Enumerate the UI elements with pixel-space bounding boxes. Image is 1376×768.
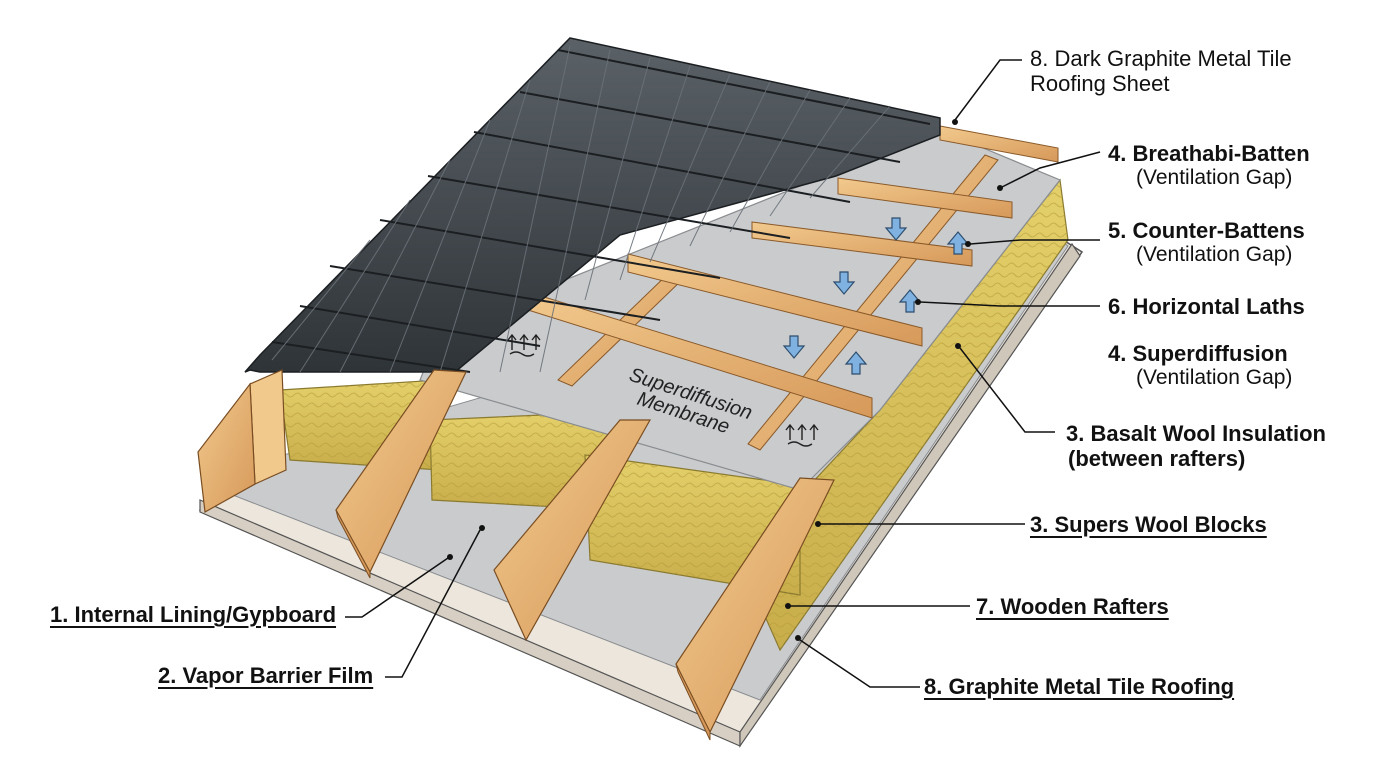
label-vapor-barrier: 2. Vapor Barrier Film bbox=[158, 663, 373, 688]
horizontal-laths bbox=[527, 125, 1059, 419]
label-line: 7. Wooden Rafters bbox=[976, 594, 1169, 619]
leader-dot bbox=[795, 635, 801, 641]
label-counter-battens: 5. Counter-Battens (Ventilation Gap) bbox=[1108, 218, 1305, 267]
label-line: (Ventilation Gap) bbox=[1136, 366, 1293, 390]
leader-dot bbox=[955, 343, 961, 349]
label-line: (between rafters) bbox=[1068, 446, 1246, 472]
leader-dot bbox=[479, 525, 485, 531]
label-line: 2. Vapor Barrier Film bbox=[158, 663, 374, 688]
label-internal-lining: 1. Internal Lining/Gypboard bbox=[50, 602, 336, 627]
right-wool-texture bbox=[740, 180, 1068, 650]
leader-dot bbox=[447, 554, 453, 560]
arrow-down-icon bbox=[832, 271, 856, 295]
label-basalt-wool: 3. Basalt Wool Insulation (between rafte… bbox=[1066, 421, 1326, 472]
label-superdiffusion: 4. Superdiffusion (Ventilation Gap) bbox=[1108, 341, 1292, 390]
leader-dot bbox=[952, 119, 958, 125]
label-horizontal-laths: 6. Horizontal Laths bbox=[1108, 294, 1305, 319]
leader-dot bbox=[785, 603, 791, 609]
label-breathable-batten: 4. Breathabi-Batten (Ventilation Gap) bbox=[1108, 141, 1310, 190]
metal-tile-roofing bbox=[244, 37, 941, 373]
label-line: 3. Supers Wool Blocks bbox=[1030, 512, 1267, 537]
wooden-rafters bbox=[197, 369, 835, 741]
arrow-down-icon bbox=[884, 217, 908, 241]
label-line: Roofing Sheet bbox=[1030, 71, 1170, 97]
label-dark-graphite-tile: 8. Dark Graphite Metal Tile Roofing Shee… bbox=[1030, 46, 1292, 97]
arrow-up-icon bbox=[844, 351, 868, 375]
leader-dot bbox=[965, 241, 971, 247]
label-wooden-rafters: 7. Wooden Rafters bbox=[976, 594, 1169, 619]
label-line: 5. Counter-Battens bbox=[1108, 218, 1305, 243]
label-supers-wool-blocks: 3. Supers Wool Blocks bbox=[1030, 512, 1267, 537]
label-graphite-tile-roofing: 8. Graphite Metal Tile Roofing bbox=[924, 674, 1234, 699]
label-line: 1. Internal Lining/Gypboard bbox=[50, 602, 337, 627]
label-line: (Ventilation Gap) bbox=[1136, 243, 1293, 267]
label-line: (Ventilation Gap) bbox=[1136, 166, 1293, 190]
leader-dot bbox=[915, 299, 921, 305]
leader-dot bbox=[815, 521, 821, 527]
label-line: 4. Superdiffusion bbox=[1108, 341, 1288, 366]
arrow-down-icon bbox=[782, 335, 806, 359]
vapor-diffusion-icon bbox=[507, 333, 819, 447]
leader-dot bbox=[997, 185, 1003, 191]
label-line: 6. Horizontal Laths bbox=[1108, 294, 1305, 319]
label-line: 3. Basalt Wool Insulation bbox=[1066, 421, 1326, 446]
label-line: 8. Graphite Metal Tile Roofing bbox=[924, 674, 1235, 699]
gypboard-edge-right bbox=[739, 242, 1081, 748]
label-line: 8. Dark Graphite Metal Tile bbox=[1030, 46, 1292, 71]
label-line: 4. Breathabi-Batten bbox=[1108, 141, 1310, 166]
leader-lines bbox=[345, 59, 1101, 688]
